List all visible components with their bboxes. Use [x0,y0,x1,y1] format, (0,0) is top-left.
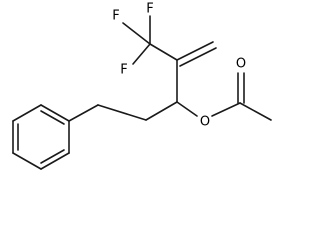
ring-bond-6 [12,104,42,122]
molecule-svg: F F F O O [12,2,272,170]
atom-f-2: F [146,2,153,17]
bond-alkene-2 [179,47,217,67]
bond-ring-ch2 [68,104,99,122]
atom-o-ester: O [200,115,210,130]
ring-bond-3 [40,152,70,170]
atom-f-3: F [120,63,127,78]
bond-alkene-1 [176,41,214,61]
ring-double-bond-2 [40,149,65,164]
atom-f-1: F [112,9,119,24]
acetate-group: O O [176,57,272,130]
bond-c-f1 [122,22,151,45]
ring-bond-1 [40,104,70,122]
bond-ch-o [176,101,198,117]
carbon-chain [68,41,217,122]
atom-o-carbonyl: O [236,57,246,72]
bond-c-f3 [132,43,151,65]
bond-ch2-ch [145,101,178,121]
bond-ch2-ch2 [97,104,147,121]
ring-bond-4 [12,152,42,170]
ring-double-bond-1 [40,110,65,125]
bond-o-c [211,102,241,117]
chemical-structure-diagram: F F F O O [12,2,272,170]
bond-alkene-cf3 [149,43,178,61]
phenyl-ring [12,104,70,170]
bond-c-methyl [239,102,272,121]
trifluoromethyl-group: F F F [112,2,153,78]
